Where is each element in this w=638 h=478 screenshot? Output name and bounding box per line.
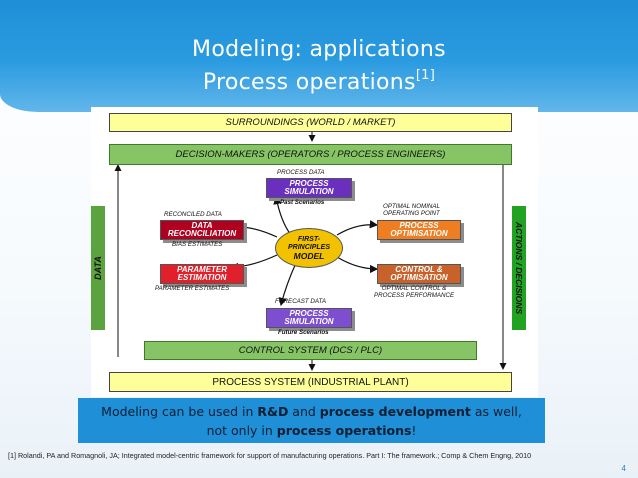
slide-title-line1: Modeling: applications [192, 37, 446, 62]
arrow-to-bottom-sim [278, 262, 297, 307]
callout-text3: as well, [470, 403, 522, 419]
sim-top-line1: PROCESS [289, 178, 329, 188]
framework-diagram: SURROUNDINGS (WORLD / MARKET) DECISION-M… [91, 107, 538, 397]
bias-estimates-label: BIAS ESTIMATES [172, 241, 223, 248]
model-line3: MODEL [293, 250, 325, 261]
ctrl-line1: CONTROL & [395, 264, 443, 274]
page-number: 4 [621, 464, 626, 473]
param-line2: ESTIMATION [177, 273, 227, 282]
process-optimisation-box: PROCESS OPTIMISATION [377, 220, 461, 240]
callout-text1: Modeling can be used in [101, 403, 258, 419]
sim-bot-line1: PROCESS [289, 308, 329, 318]
callout-line2: not only in process operations! [78, 421, 545, 440]
decision-makers-band: DECISION-MAKERS (OPERATORS / PROCESS ENG… [109, 144, 512, 165]
slide-title-line2: Process operations[1] [0, 68, 638, 95]
surroundings-band: SURROUNDINGS (WORLD / MARKET) [109, 113, 512, 132]
callout-text2: and [288, 403, 320, 419]
parameter-estimates-label: PARAMETER ESTIMATES [155, 285, 230, 292]
control-system-band: CONTROL SYSTEM (DCS / PLC) [144, 341, 477, 360]
callout-process-operations: process operations [276, 422, 412, 438]
reference-footnote: [1] Rolandi, PA and Romagnoli, JA; Integ… [8, 451, 532, 460]
process-data-label: PROCESS DATA [277, 169, 325, 176]
callout-box: Modeling can be used in R&D and process … [78, 398, 545, 443]
recon-line2: RECONCILIATION [167, 229, 237, 238]
callout-line1: Modeling can be used in R&D and process … [78, 402, 545, 421]
recon-line1: DATA [191, 220, 213, 230]
ctrl-below-line1: OPTIMAL CONTROL & [381, 285, 447, 292]
reconciled-data-label: RECONCILED DATA [164, 211, 222, 218]
ctrl-line2: OPTIMISATION [390, 273, 448, 282]
parameter-estimation-box: PARAMETER ESTIMATION [160, 264, 244, 284]
process-system-label: PROCESS SYSTEM (INDUSTRIAL PLANT) [212, 376, 409, 388]
future-scenarios-label: Future Scenarios [278, 329, 329, 336]
data-bar-label: DATA [93, 256, 104, 280]
first-principles-model: FIRST- PRINCIPLES MODEL [275, 228, 343, 268]
model-line1: FIRST- [297, 235, 321, 243]
actions-bar-label: ACTIONS / DECISIONS [514, 221, 524, 315]
control-system-label: CONTROL SYSTEM (DCS / PLC) [238, 345, 383, 356]
process-simulation-top: PROCESS SIMULATION [266, 178, 352, 198]
opt-above-line1: OPTIMAL NOMINAL [383, 203, 440, 210]
title-band [0, 0, 638, 112]
ctrl-below-line2: PROCESS PERFORMANCE [374, 292, 455, 299]
slide-title-text: Process operations [202, 70, 416, 95]
opt-line1: PROCESS [399, 220, 439, 230]
data-reconciliation-box: DATA RECONCILIATION [160, 220, 244, 240]
past-scenarios-label: Past Scenarios [280, 199, 325, 206]
sim-top-line2: SIMULATION [284, 187, 334, 196]
arrow-to-opt [336, 220, 379, 236]
callout-rd: R&D [257, 403, 289, 419]
control-optimisation-box: CONTROL & OPTIMISATION [377, 264, 461, 284]
callout-text5: ! [411, 422, 417, 438]
actions-bar: ACTIONS / DECISIONS [512, 206, 526, 330]
optimal-nominal-label: OPTIMAL NOMINAL OPERATING POINT [383, 203, 440, 217]
forecast-data-label: FORECAST DATA [275, 298, 326, 305]
callout-text4: not only in [206, 422, 277, 438]
param-line1: PARAMETER [176, 264, 228, 274]
process-system-band: PROCESS SYSTEM (INDUSTRIAL PLANT) [109, 372, 512, 392]
data-bar: DATA [91, 206, 105, 330]
arrow-to-ctrl [336, 256, 379, 274]
title-reference: [1] [415, 68, 436, 83]
surroundings-label: SURROUNDINGS (WORLD / MARKET) [225, 117, 396, 128]
opt-above-line2: OPERATING POINT [383, 210, 440, 217]
callout-process-development: process development [319, 403, 471, 419]
opt-line2: OPTIMISATION [390, 229, 448, 238]
model-line2: PRINCIPLES [287, 243, 330, 251]
sim-bot-line2: SIMULATION [284, 317, 334, 326]
decision-makers-label: DECISION-MAKERS (OPERATORS / PROCESS ENG… [175, 149, 446, 160]
process-simulation-bottom: PROCESS SIMULATION [266, 308, 352, 328]
optimal-control-label: OPTIMAL CONTROL & PROCESS PERFORMANCE [374, 285, 454, 299]
